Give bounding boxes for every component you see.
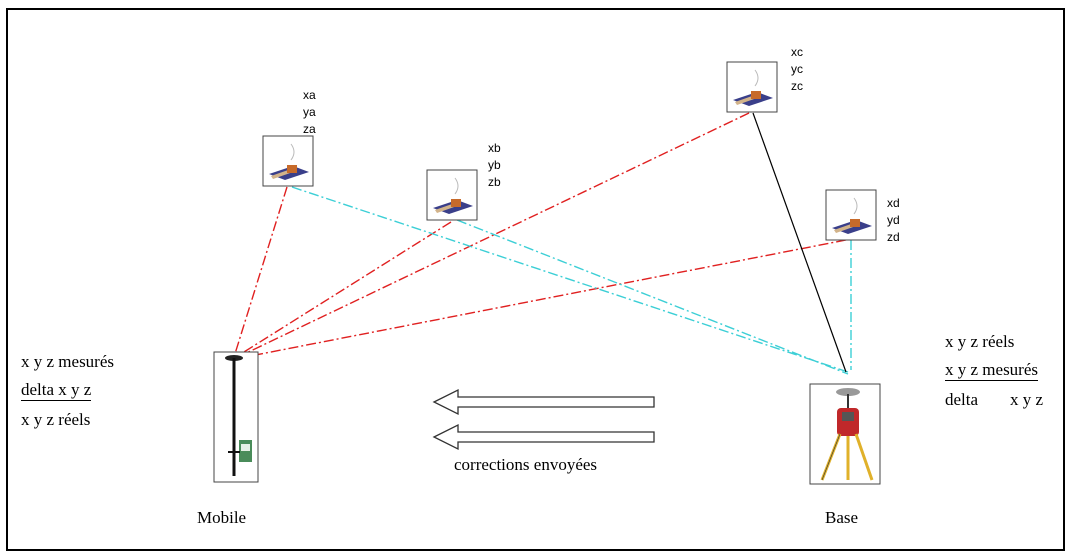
satellite-icon	[825, 189, 877, 241]
coord-x: xa	[303, 88, 316, 102]
mobile-label: Mobile	[197, 508, 247, 527]
base-receiver-icon	[809, 383, 881, 485]
base-signal-lines	[291, 186, 852, 375]
correction-arrow	[432, 423, 655, 451]
signal-line-a-base	[291, 186, 849, 373]
base-label: Base	[825, 508, 859, 527]
signal-line-b-mobile	[235, 221, 452, 358]
mobile-delta-value: delta x y z	[21, 380, 92, 401]
signal-line-a-mobile	[233, 186, 288, 358]
corrections-label: corrections envoyées	[454, 455, 598, 474]
mobile-receiver-icon	[213, 351, 259, 483]
diagram-frame	[6, 8, 1065, 551]
satellite-icon	[262, 135, 314, 187]
base-delta-xyz: x y z	[1010, 390, 1044, 409]
correction-arrow	[432, 388, 655, 416]
mobile-signal-lines	[233, 112, 847, 359]
base-real-text: x y z réels	[945, 332, 1015, 351]
coord-x: xb	[488, 141, 501, 155]
coord-z: zd	[887, 230, 900, 244]
satellite-icon	[726, 61, 778, 113]
satellite-b-coords: xb yb zb	[488, 140, 501, 191]
coord-x: xc	[791, 45, 803, 59]
coord-y: yc	[791, 62, 803, 76]
base-delta-word: delta	[945, 390, 979, 409]
coord-z: zb	[488, 175, 501, 189]
satellite-c-coords: xc yc zc	[791, 44, 803, 95]
mobile-measured-text: x y z mesurés	[21, 352, 115, 371]
coord-z: zc	[791, 79, 803, 93]
satellite-a-coords: xa ya za	[303, 87, 316, 138]
base-measured-text: x y z mesurés	[945, 360, 1039, 381]
coord-x: xd	[887, 196, 900, 210]
coord-y: yb	[488, 158, 501, 172]
signal-line-d-mobile	[239, 239, 847, 359]
mobile-real-text: x y z réels	[21, 410, 91, 429]
signal-line-c-base	[752, 112, 847, 373]
coord-z: za	[303, 122, 316, 136]
base-delta-text: delta x y z	[945, 390, 1043, 410]
coord-y: yd	[887, 213, 900, 227]
mobile-delta-text: delta x y z	[21, 380, 92, 401]
base-measured-value: x y z mesurés	[945, 360, 1039, 381]
coord-y: ya	[303, 105, 316, 119]
satellite-d-coords: xd yd zd	[887, 195, 900, 246]
signal-line-b-base	[456, 219, 849, 375]
satellite-icon	[426, 169, 478, 221]
